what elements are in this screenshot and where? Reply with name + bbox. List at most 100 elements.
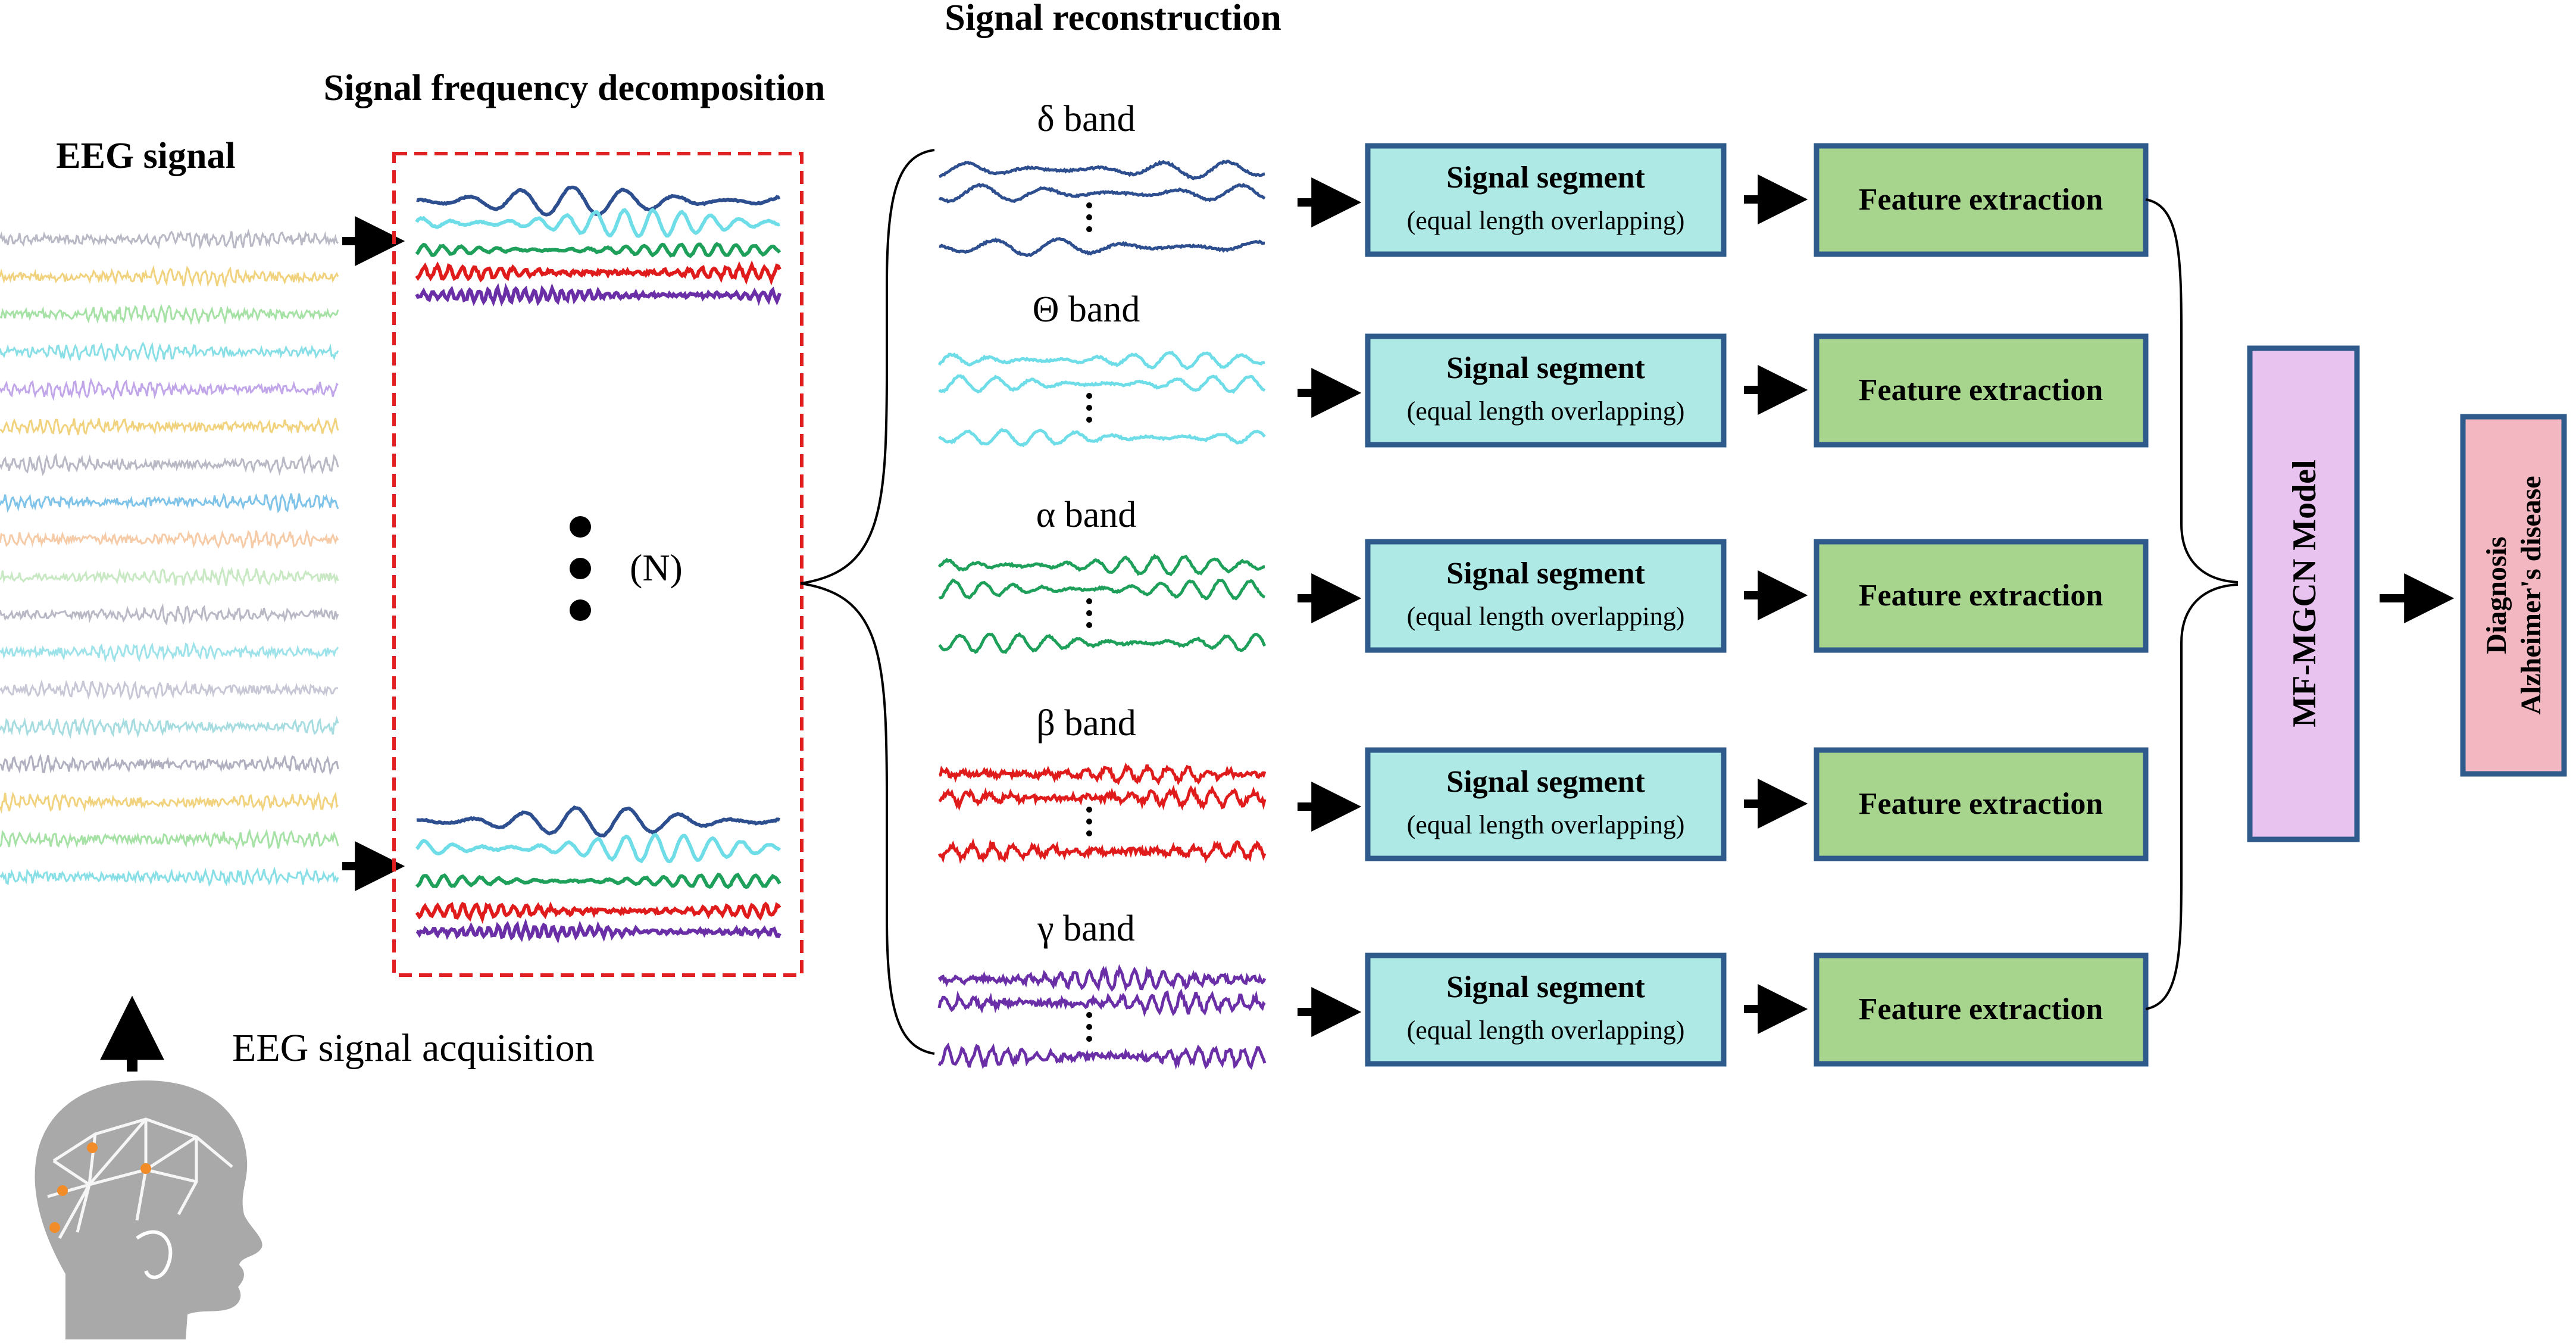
decomposed-band-trace xyxy=(415,283,781,307)
signal-segment-box: Signal segment (equal length overlapping) xyxy=(1365,952,1727,1067)
diagnosis-label: Diagnosis xyxy=(2481,536,2512,654)
signal-segment-subtitle: (equal length overlapping) xyxy=(1407,810,1685,839)
ellipsis-dot xyxy=(1086,622,1092,628)
band-wave xyxy=(938,784,1267,811)
eeg-channel-trace xyxy=(0,492,339,514)
eeg-channel-trace xyxy=(0,566,339,588)
signal-segment-title: Signal segment xyxy=(1446,557,1645,591)
eeg-channel-trace xyxy=(0,265,339,288)
n-count-label: (N) xyxy=(630,546,683,589)
eeg-channel-trace xyxy=(0,304,339,326)
feature-extraction-box: Feature extraction xyxy=(1814,952,2149,1067)
decomposed-band-trace xyxy=(415,901,781,925)
band-wave xyxy=(938,427,1266,448)
signal-segment-box: Signal segment (equal length overlapping) xyxy=(1365,747,1727,861)
decomposed-band-trace xyxy=(415,918,781,944)
ellipsis-dot xyxy=(1086,1036,1092,1042)
signal-segment-box: Signal segment (equal length overlapping) xyxy=(1365,143,1727,257)
diagnosis-disease-label: Alzheimer's disease xyxy=(2515,476,2547,714)
ellipsis-dot xyxy=(1086,1024,1092,1030)
acquisition-label: EEG signal acquisition xyxy=(232,1026,595,1070)
decomposition-title: Signal frequency decomposition xyxy=(324,68,826,108)
band-label: Θ band xyxy=(1033,289,1140,330)
eeg-channel-trace xyxy=(0,828,339,850)
model-box: MF-MGCN Model xyxy=(2247,345,2360,842)
band-wave xyxy=(938,578,1265,601)
signal-segment-title: Signal segment xyxy=(1446,970,1645,1004)
decomposition-box xyxy=(392,152,804,977)
eeg-channel-trace xyxy=(0,377,339,401)
feature-extraction-box: Feature extraction xyxy=(1814,333,2149,448)
ellipsis-dot xyxy=(1086,405,1092,411)
band-wave xyxy=(938,374,1266,394)
band-wave xyxy=(937,1042,1267,1070)
eeg-channel-trace xyxy=(0,452,339,476)
eeg-channel-trace xyxy=(0,529,339,550)
decomposed-band-trace xyxy=(415,872,781,889)
eeg-channel-trace xyxy=(0,866,339,887)
signal-segment-title: Signal segment xyxy=(1446,765,1645,799)
feature-extraction-box: Feature extraction xyxy=(1814,539,2149,653)
band-label: δ band xyxy=(1037,99,1135,139)
eeg-channel-trace xyxy=(0,753,339,776)
ellipsis-dot xyxy=(570,599,591,621)
band-label: γ band xyxy=(1037,908,1134,949)
ellipsis-dot xyxy=(1086,393,1092,399)
feature-extraction-label: Feature extraction xyxy=(1859,787,2103,821)
decomposed-band-trace xyxy=(416,805,781,838)
ellipsis-dot xyxy=(1086,807,1092,813)
eeg-channel-trace xyxy=(0,603,339,626)
ellipsis-dot xyxy=(1086,598,1092,604)
feature-extraction-box: Feature extraction xyxy=(1814,747,2149,861)
band-label: α band xyxy=(1036,495,1137,535)
band-wave xyxy=(937,964,1267,992)
ellipsis-dot xyxy=(570,558,591,579)
decomposed-band-trace xyxy=(415,242,781,258)
diagnosis-box: Diagnosis Alzheimer's disease xyxy=(2460,414,2567,777)
eeg-channel-trace xyxy=(0,716,339,739)
model-label: MF-MGCN Model xyxy=(2286,460,2323,727)
signal-segment-subtitle: (equal length overlapping) xyxy=(1407,206,1685,235)
decomposed-band-trace xyxy=(415,260,781,286)
signal-segment-subtitle: (equal length overlapping) xyxy=(1407,1016,1685,1045)
band-label: β band xyxy=(1036,703,1136,744)
eeg-channel-trace xyxy=(0,791,339,814)
eeg-channel-trace xyxy=(0,229,339,250)
ellipsis-dot xyxy=(1086,610,1092,616)
brace-to-bands xyxy=(800,149,935,1055)
feature-extraction-box: Feature extraction xyxy=(1814,143,2149,257)
feature-extraction-label: Feature extraction xyxy=(1859,373,2103,407)
ellipsis-dot xyxy=(1086,202,1092,208)
ellipsis-dot xyxy=(1086,830,1092,836)
feature-extraction-label: Feature extraction xyxy=(1859,183,2103,217)
ellipsis-dot xyxy=(1086,226,1092,232)
signal-segment-title: Signal segment xyxy=(1446,161,1645,195)
decomposed-bands-bottom xyxy=(415,805,781,944)
signal-segment-subtitle: (equal length overlapping) xyxy=(1407,602,1685,631)
signal-segment-title: Signal segment xyxy=(1446,351,1645,385)
eeg-signal-title: EEG signal xyxy=(56,136,236,176)
head-with-electrodes-icon xyxy=(35,1080,262,1339)
eeg-channel-trace xyxy=(0,341,339,363)
band-wave xyxy=(939,762,1267,786)
feature-extraction-label: Feature extraction xyxy=(1859,579,2103,613)
band-wave xyxy=(937,988,1266,1017)
ellipsis-dot xyxy=(1086,1012,1092,1018)
decomposed-band-trace xyxy=(415,832,781,864)
band-wave xyxy=(937,838,1267,864)
feature-extraction-label: Feature extraction xyxy=(1859,992,2103,1026)
eeg-channel-trace xyxy=(0,641,339,663)
band-wave xyxy=(937,553,1265,577)
band-wave xyxy=(939,237,1265,258)
decomposed-band-trace xyxy=(415,207,780,238)
decomposed-bands-top xyxy=(415,185,781,307)
decomposed-band-trace xyxy=(416,185,781,217)
signal-segment-subtitle: (equal length overlapping) xyxy=(1407,396,1685,426)
ellipsis-dot xyxy=(1086,417,1092,423)
